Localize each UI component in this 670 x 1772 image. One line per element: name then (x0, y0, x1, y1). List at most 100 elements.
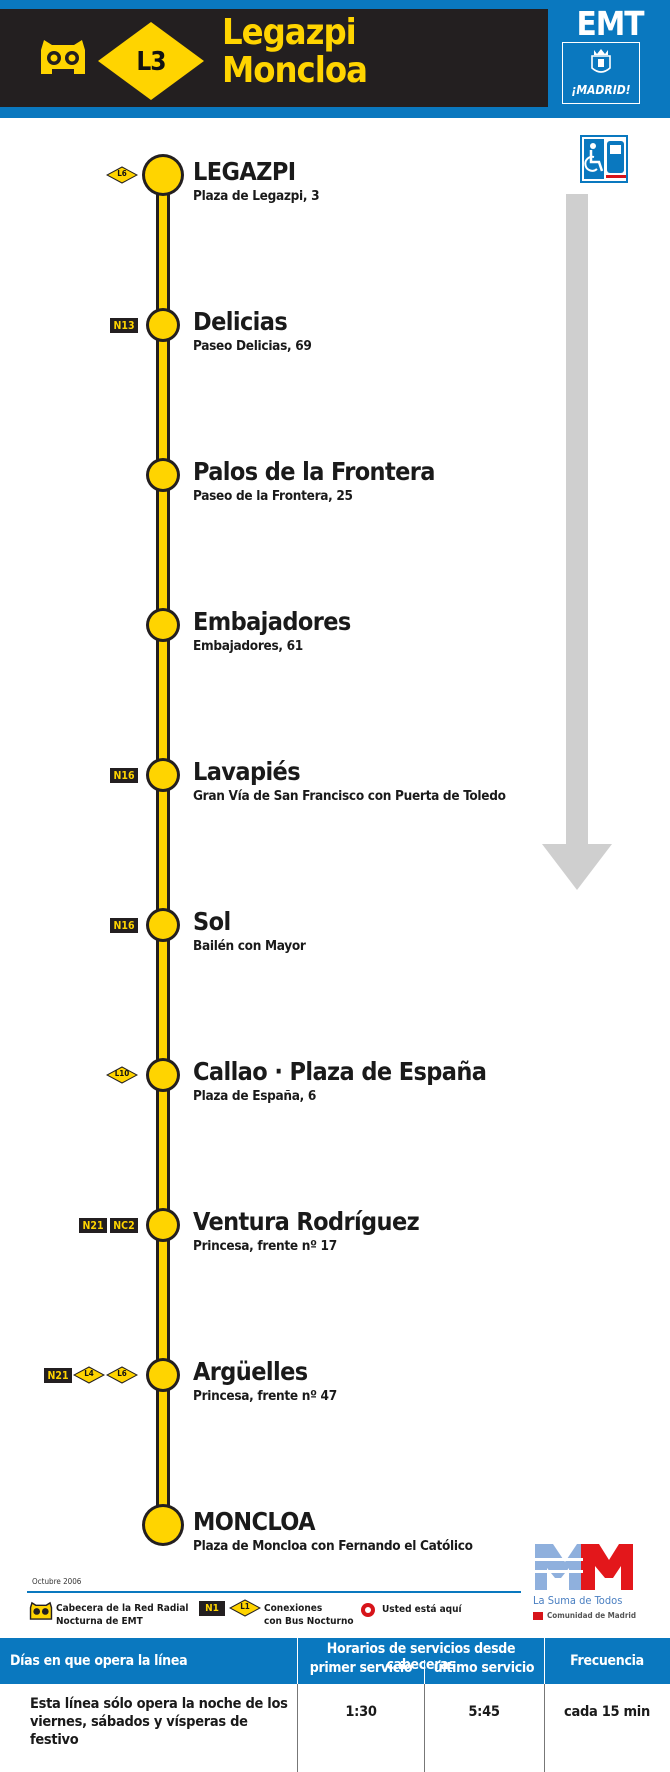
legend-night-line-box: N1 (199, 1601, 225, 1616)
stop-name: Callao · Plaza de España (193, 1057, 487, 1086)
header-last-service: último servicio (433, 1660, 535, 1676)
logo-region: Comunidad de Madrid (533, 1611, 636, 1620)
header-title-panel (0, 9, 548, 107)
legend-line-diamond-label: L1 (240, 1602, 250, 1611)
schedule-header: Días en que opera la línea Horarios de s… (0, 1638, 670, 1684)
madrid-logo: ¡MADRID! (562, 42, 640, 104)
stop-address: Plaza de Legazpi, 3 (193, 188, 320, 204)
column-divider (544, 1684, 545, 1772)
header-schedule-group: Horarios de servicios desde cabeceras (326, 1641, 516, 1673)
line-connection-badge: L6 (105, 166, 139, 184)
stop-address: Princesa, frente nº 17 (193, 1238, 337, 1254)
legend-here-label: Usted está aquí (382, 1604, 462, 1615)
stop-name: Argüelles (193, 1357, 308, 1386)
stop-address: Princesa, frente nº 47 (193, 1388, 337, 1404)
legend-owl-label: Cabecera de la Red Radial Nocturna de EM… (56, 1603, 189, 1627)
stop-address: Plaza de Moncloa con Fernando el Católic… (193, 1538, 473, 1554)
stop-address: Paseo Delicias, 69 (193, 338, 312, 354)
stop-marker-fill (145, 157, 181, 193)
stop-name: Delicias (193, 307, 288, 336)
stop-marker-fill (149, 311, 177, 339)
stop-address: Gran Vía de San Francisco con Puerta de … (193, 788, 506, 804)
operator-logo: EMT (576, 4, 644, 43)
stop-name: Embajadores (193, 607, 351, 636)
cell-last-service: 5:45 (468, 1704, 500, 1720)
column-divider (297, 1684, 298, 1772)
stop-marker-fill (149, 911, 177, 939)
stop-marker-fill (149, 611, 177, 639)
legend-line-diamond: L1 (228, 1599, 262, 1617)
stop-marker-fill (149, 761, 177, 789)
comunidad-madrid-logo (535, 1544, 633, 1590)
stop-name: Ventura Rodríguez (193, 1207, 420, 1236)
divider (27, 1591, 521, 1593)
header-divider (544, 1638, 545, 1684)
stop-name: Palos de la Frontera (193, 457, 435, 486)
stop: LEGAZPI Plaza de Legazpi, 3 L6 (0, 157, 670, 235)
header-first-service: primer servicio (309, 1660, 413, 1676)
night-connection-badge: N16 (110, 768, 138, 783)
route-title-destination: Moncloa (222, 50, 368, 91)
night-connection-badge: N13 (110, 318, 138, 333)
madrid-logo-text: ¡MADRID! (571, 83, 631, 97)
schedule-table: Días en que opera la línea Horarios de s… (0, 1638, 670, 1772)
header-divider (424, 1660, 425, 1684)
stop-name: LEGAZPI (193, 157, 296, 186)
stop-marker-fill (149, 461, 177, 489)
owl-icon (29, 1601, 53, 1620)
night-connection-badge: N21 (44, 1368, 72, 1383)
cell-frequency: cada 15 min (564, 1704, 650, 1720)
stop-marker-fill (149, 1361, 177, 1389)
logo-tagline: La Suma de Todos (533, 1594, 623, 1607)
line-badge: L3 (96, 20, 206, 102)
line-code: L3 (136, 47, 166, 77)
you-are-here-icon (361, 1603, 375, 1617)
night-connection-badge: N16 (110, 918, 138, 933)
route-line (142, 154, 184, 1546)
line-connection-badge: L4 (72, 1366, 106, 1384)
direction-arrow-icon (542, 194, 612, 890)
stop-name: Lavapiés (193, 757, 301, 786)
cell-first-service: 1:30 (345, 1704, 377, 1720)
header-frequency: Frecuencia (570, 1653, 644, 1669)
owl-icon (41, 40, 85, 74)
cell-days: Esta línea sólo opera la noche de los vi… (30, 1696, 288, 1748)
column-divider (424, 1684, 425, 1772)
line-connection-badge: L6 (105, 1366, 139, 1384)
stop-name: MONCLOA (193, 1507, 316, 1536)
stop-address: Paseo de la Frontera, 25 (193, 488, 353, 504)
route-title-origin: Legazpi (222, 12, 357, 53)
stop: MONCLOA Plaza de Moncloa con Fernando el … (0, 1507, 670, 1585)
header-days: Días en que opera la línea (10, 1653, 188, 1669)
line-connection-badge: L10 (105, 1066, 139, 1084)
stop-address: Plaza de España, 6 (193, 1088, 317, 1104)
stop-name: Sol (193, 907, 231, 936)
madrid-crest-icon (591, 49, 611, 73)
line-connection-label: L4 (84, 1369, 94, 1378)
header-divider (297, 1638, 298, 1684)
line-badge-diamond (98, 22, 204, 100)
night-connection-badge: NC2 (110, 1218, 138, 1233)
legend-connections-label: Conexiones con Bus Nocturno (264, 1603, 354, 1627)
line-connection-label: L6 (117, 1369, 127, 1378)
line-connection-label: L10 (114, 1069, 130, 1078)
route-title: Legazpi Moncloa (222, 12, 368, 91)
stop-marker-fill (149, 1061, 177, 1089)
stop-address: Embajadores, 61 (193, 638, 303, 654)
edition-date: Octubre 2006 (32, 1577, 82, 1586)
wheelchair-bus-icon (580, 135, 628, 183)
stop-marker-fill (145, 1507, 181, 1543)
night-connection-badge: N21 (79, 1218, 107, 1233)
logo-region-text: Comunidad de Madrid (547, 1611, 636, 1620)
line-connection-label: L6 (117, 169, 127, 178)
stop-address: Bailén con Mayor (193, 938, 306, 954)
stop-marker-fill (149, 1211, 177, 1239)
